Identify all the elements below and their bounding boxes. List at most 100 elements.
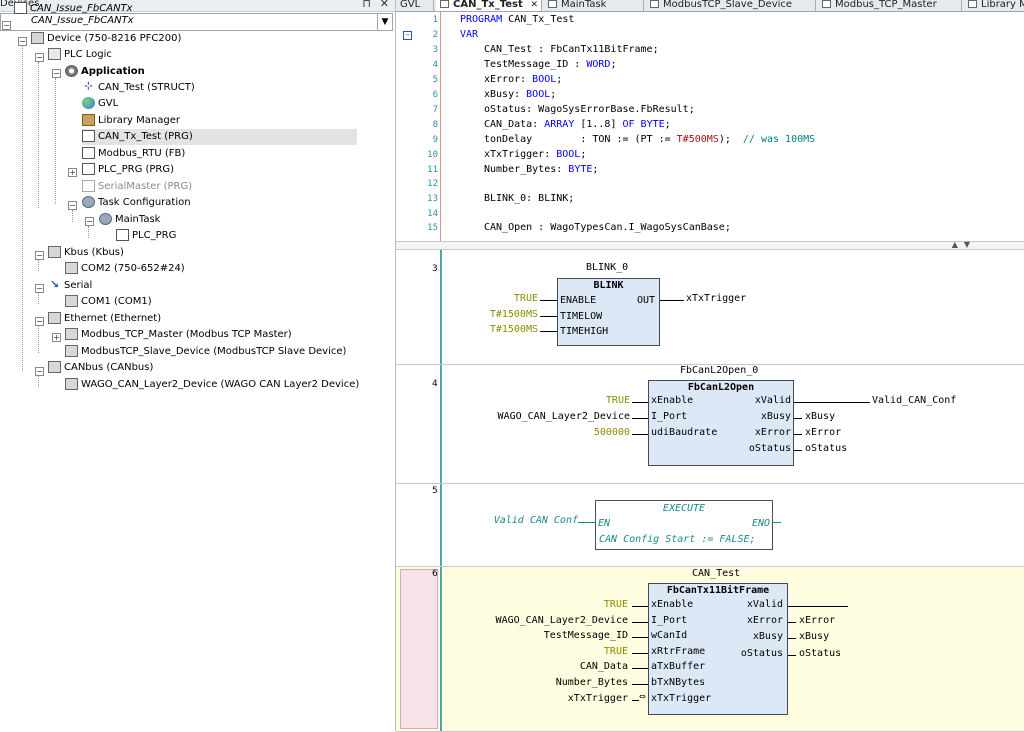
tree-item-com2[interactable]: COM2 (750-652#24)	[65, 261, 185, 277]
fb-blink[interactable]: BLINK ENABLE TIMELOW TIMEHIGH OUT	[557, 278, 660, 346]
tab-modbustcp-slave-device[interactable]: ModbusTCP_Slave_Device	[646, 0, 816, 11]
tree-item-modbustcp-slave-device[interactable]: ModbusTCP_Slave_Device (ModbusTCP Slave …	[65, 344, 346, 360]
fb-argument[interactable]: Number_Bytes	[556, 677, 628, 688]
collapse-toggle[interactable]: −	[52, 69, 61, 78]
tree-item-modbus-rtu[interactable]: Modbus_RTU (FB)	[82, 146, 185, 162]
fb-argument[interactable]: CAN_Data	[580, 661, 628, 672]
bus-icon	[48, 361, 61, 373]
fb-argument[interactable]: TestMessage_ID	[544, 630, 628, 641]
collapse-toggle[interactable]: −	[35, 251, 44, 260]
tree-item-modbus-tcp-master[interactable]: Modbus_TCP_Master (Modbus TCP Master)	[65, 327, 292, 343]
tree-item-plc-prg[interactable]: PLC_PRG (PRG)	[82, 162, 174, 178]
editor-splitter[interactable]: ▲▼	[396, 241, 1024, 250]
tab-modbus-tcp-master[interactable]: Modbus_TCP_Master	[818, 0, 962, 11]
tree-item-kbus[interactable]: Kbus (Kbus)	[48, 245, 124, 261]
fb-argument[interactable]: WAGO_CAN_Layer2_Device	[496, 615, 628, 626]
fb-instance-name: BLINK_0	[586, 262, 628, 273]
tree-item-can-test-struct[interactable]: ⊹CAN_Test (STRUCT)	[82, 80, 195, 96]
tree-item-wago-can-layer2-device[interactable]: WAGO_CAN_Layer2_Device (WAGO CAN Layer2 …	[65, 377, 359, 393]
fb-input-pin: bTxNBytes	[651, 677, 705, 688]
program-icon	[440, 0, 449, 8]
chevron-down-icon[interactable]: ▼	[377, 14, 392, 30]
fb-output-variable[interactable]: xBusy	[805, 411, 835, 422]
library-icon	[82, 114, 95, 126]
code-line: xError: BOOL;	[484, 74, 562, 85]
fb-input-pin: xRtrFrame	[651, 646, 705, 657]
code-text: tonDelay : TON := (PT :=	[484, 134, 677, 145]
expand-toggle[interactable]: +	[52, 333, 61, 342]
tab-maintask[interactable]: MainTask	[544, 0, 644, 11]
network-4[interactable]: 4 FbCanL2Open_0 FbCanL2Open xEnable I_Po…	[396, 365, 1024, 484]
fb-output-variable[interactable]: Valid_CAN_Conf	[872, 395, 956, 406]
fb-output-variable[interactable]: oStatus	[805, 443, 847, 454]
expand-toggle[interactable]: +	[68, 168, 77, 177]
network-number: 4	[432, 379, 438, 389]
tree-item-label: Task Configuration	[98, 197, 191, 208]
collapse-toggle[interactable]: −	[68, 201, 77, 210]
tab-library-manager[interactable]: Library M	[964, 0, 1024, 11]
tree-item-device[interactable]: Device (750-8216 PFC200)	[31, 31, 181, 47]
line-number: 4	[420, 60, 438, 70]
tree-item-label: COM2 (750-652#24)	[81, 263, 185, 274]
collapse-toggle[interactable]: −	[18, 37, 27, 46]
fb-argument[interactable]: WAGO_CAN_Layer2_Device	[498, 411, 630, 422]
tree-item-label: WAGO_CAN_Layer2_Device (WAGO CAN Layer2 …	[81, 379, 359, 390]
network-5[interactable]: 5 EXECUTE EN ENO CAN Config Start := FAL…	[396, 484, 1024, 567]
collapse-toggle[interactable]: −	[85, 217, 94, 226]
wire	[794, 402, 870, 403]
tree-item-canbus[interactable]: CANbus (CANbus)	[48, 360, 153, 376]
tree-item-can-tx-test[interactable]: CAN_Tx_Test (PRG)	[82, 129, 357, 145]
fold-toggle[interactable]: −	[403, 31, 412, 40]
fb-fbcantx11bitframe[interactable]: FbCanTx11BitFrame xEnable I_Port wCanId …	[648, 583, 788, 715]
fb-fbcanl2open[interactable]: FbCanL2Open xEnable I_Port udiBaudrate x…	[648, 380, 794, 466]
wire	[773, 522, 781, 523]
collapse-toggle[interactable]: −	[35, 367, 44, 376]
close-icon[interactable]: ✕	[380, 0, 389, 10]
declaration-editor[interactable]: − 123456789101112131415 PROGRAM CAN_Tx_T…	[396, 12, 1024, 241]
fb-argument[interactable]: Valid CAN Conf	[494, 515, 578, 526]
wire	[540, 300, 557, 301]
fb-argument[interactable]: 500000	[594, 427, 630, 438]
tree-item-serial[interactable]: ↘Serial	[48, 278, 92, 294]
tree-item-gvl[interactable]: GVL	[82, 96, 118, 112]
fb-argument[interactable]: xTxTrigger	[568, 693, 628, 704]
code-text: ;	[665, 119, 671, 130]
tree-item-project[interactable]: CAN_Issue_FbCANTx	[14, 1, 133, 17]
fb-output-variable[interactable]: oStatus	[799, 648, 841, 659]
fb-argument[interactable]: TRUE	[604, 646, 628, 657]
collapse-toggle[interactable]: −	[35, 284, 44, 293]
collapse-toggle[interactable]: −	[2, 21, 11, 30]
network-6[interactable]: 6 CAN_Test FbCanTx11BitFrame xEnable I_P…	[396, 567, 1024, 732]
fb-argument[interactable]: TRUE	[606, 395, 630, 406]
tree-item-maintask[interactable]: MainTask	[99, 212, 160, 228]
network-3[interactable]: 3 BLINK_0 BLINK ENABLE TIMELOW TIMEHIGH …	[396, 250, 1024, 365]
fb-argument[interactable]: TRUE	[604, 599, 628, 610]
execute-block[interactable]: EXECUTE EN ENO CAN Config Start := FALSE…	[595, 500, 773, 550]
tree-item-com1[interactable]: COM1 (COM1)	[65, 294, 152, 310]
fb-output-variable[interactable]: xBusy	[799, 631, 829, 642]
tree-item-serialmaster[interactable]: SerialMaster (PRG)	[82, 179, 192, 195]
fb-argument[interactable]: TRUE	[514, 293, 538, 304]
splitter-arrows-icon[interactable]: ▲▼	[952, 240, 976, 249]
collapse-toggle[interactable]: −	[35, 53, 44, 62]
code-text: TestMessage_ID :	[484, 59, 586, 70]
fb-output-variable[interactable]: xTxTrigger	[686, 293, 746, 304]
pin-icon[interactable]: ⊓	[362, 0, 371, 10]
breakpoint-marker[interactable]	[400, 569, 438, 729]
fb-input-pin: I_Port	[651, 615, 687, 626]
wire	[788, 622, 796, 623]
fb-argument[interactable]: T#1500MS	[490, 324, 538, 335]
tab-gvl[interactable]: GVL	[396, 0, 434, 11]
tree-item-plc-prg-call[interactable]: PLC_PRG	[116, 228, 176, 244]
tab-can-tx-test[interactable]: CAN_Tx_Test✕	[436, 0, 542, 11]
tree-item-task-configuration[interactable]: Task Configuration	[82, 195, 191, 211]
collapse-toggle[interactable]: −	[35, 317, 44, 326]
fb-output-variable[interactable]: xError	[805, 427, 841, 438]
tree-item-ethernet[interactable]: Ethernet (Ethernet)	[48, 311, 161, 327]
tree-item-application[interactable]: Application	[65, 64, 145, 80]
fb-argument[interactable]: T#1500MS	[490, 309, 538, 320]
fb-output-variable[interactable]: xError	[799, 615, 835, 626]
close-icon[interactable]: ✕	[530, 0, 538, 10]
tree-item-library-manager[interactable]: Library Manager	[82, 113, 180, 129]
tree-item-plc-logic[interactable]: PLC Logic	[48, 47, 112, 63]
